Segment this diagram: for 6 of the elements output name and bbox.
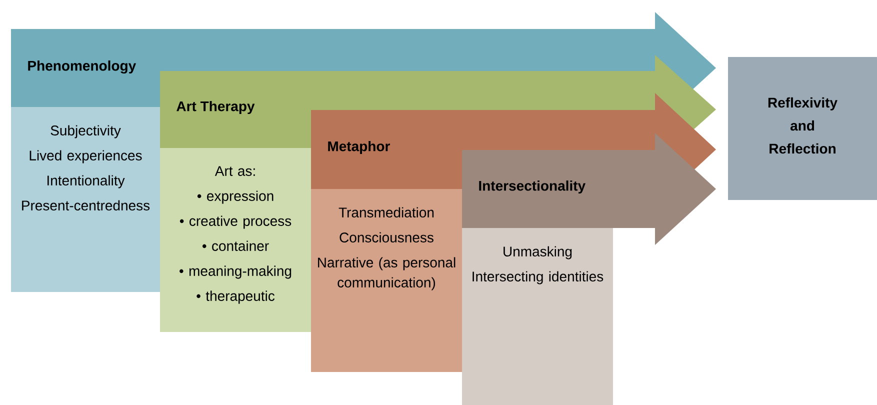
text-panel: Art as: • expression • creative process • container • meaning-making • therapeutic	[160, 148, 311, 332]
arrow-band: Intersectionality	[462, 133, 716, 245]
text-panel: Subjectivity Lived experiences Intentionality Present-centredness	[11, 107, 160, 292]
outcome-box: Reflexivity and Reflection	[728, 57, 877, 200]
text-panel: Transmediation Consciousness Narrative (as personal communication)	[311, 189, 462, 372]
text-panel: Unmasking Intersecting identities	[462, 228, 613, 405]
